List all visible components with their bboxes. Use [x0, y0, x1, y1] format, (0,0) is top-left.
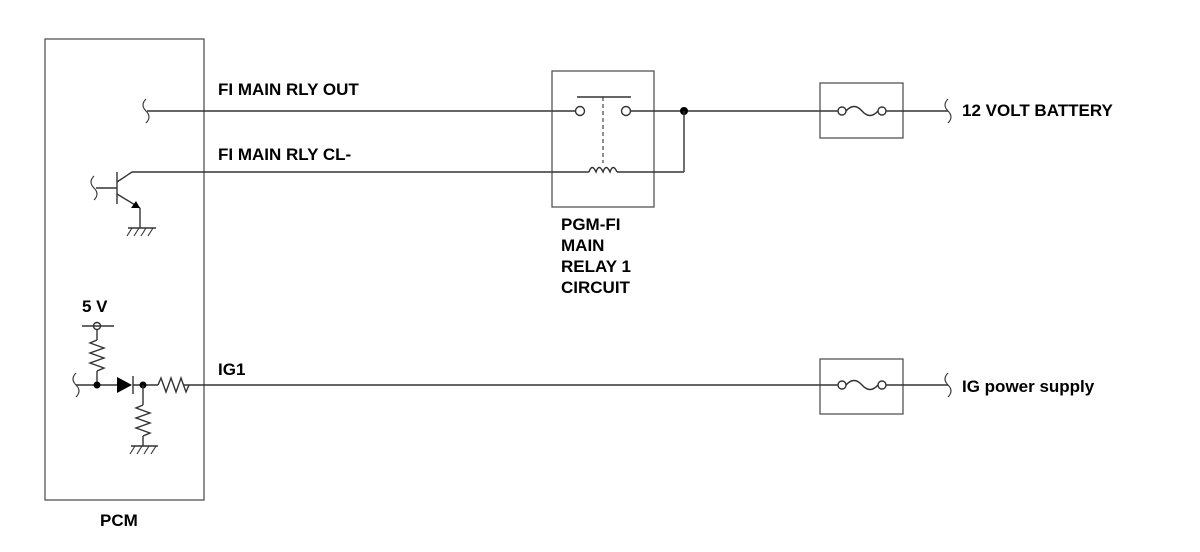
series-resistor: [157, 375, 190, 395]
battery-label: 12 VOLT BATTERY: [962, 101, 1113, 120]
fuse-battery: [819, 82, 904, 139]
ig1-label: IG1: [218, 360, 245, 379]
pcm-label: PCM: [100, 511, 138, 530]
fuse-ig: [819, 358, 904, 415]
pulldown-resistor: [133, 404, 153, 437]
relay-label-line-1: PGM-FI: [561, 215, 621, 234]
ground-symbol: [126, 227, 156, 237]
ig-supply-label: IG power supply: [962, 377, 1095, 396]
ig1-input-circuit: 5 V IG1: [72, 297, 1095, 455]
battery-circuit: 12 VOLT BATTERY: [654, 82, 1113, 173]
fi-main-rly-out-wire: FI MAIN RLY OUT: [142, 80, 552, 124]
pcm-box: [44, 38, 205, 501]
transistor-symbol: [90, 171, 156, 237]
fi-main-rly-cl-wire: FI MAIN RLY CL-: [132, 145, 552, 173]
relay-label-line-3: RELAY 1: [561, 257, 631, 276]
fi-main-rly-out-label: FI MAIN RLY OUT: [218, 80, 359, 99]
diode-symbol: [117, 377, 132, 393]
pullup-resistor: [87, 339, 107, 372]
pgm-fi-main-relay: PGM-FI MAIN RELAY 1 CIRCUIT: [551, 70, 655, 297]
reference-voltage-label: 5 V: [82, 297, 108, 316]
relay-label-line-4: CIRCUIT: [561, 278, 631, 297]
fi-main-rly-cl-label: FI MAIN RLY CL-: [218, 145, 351, 164]
relay-label-line-2: MAIN: [561, 236, 604, 255]
